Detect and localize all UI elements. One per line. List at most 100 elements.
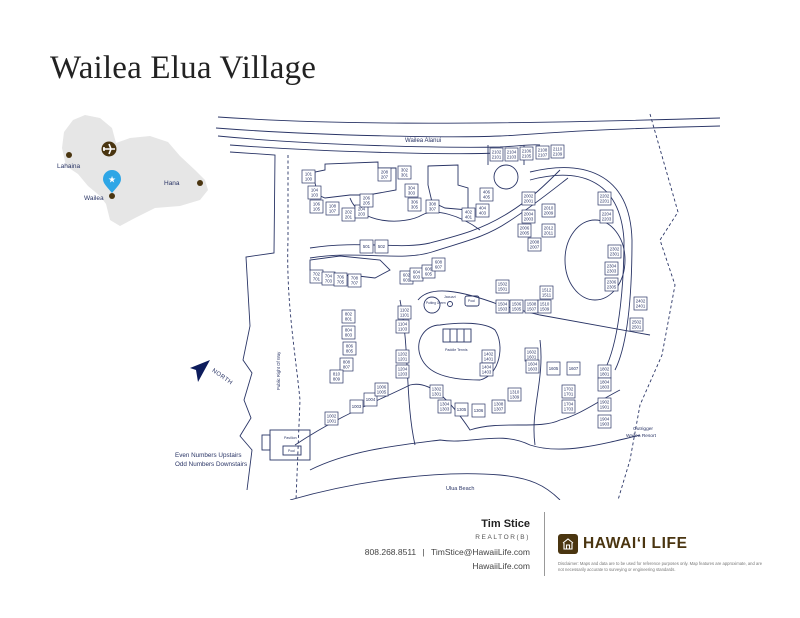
unit-number-upper: 406	[483, 190, 491, 195]
svg-text:★: ★	[108, 175, 116, 185]
unit-building: 1305	[454, 402, 469, 417]
footer-divider	[544, 512, 545, 576]
agent-contact-line: 808.268.8511 | TimStice@HawaiiLife.com	[365, 547, 530, 557]
pavilion-pool-label: Pool	[288, 449, 295, 453]
unit-number-lower: 1803	[600, 385, 610, 390]
unit-number-lower: 607	[435, 265, 443, 270]
unit-number-upper: 806	[346, 344, 354, 349]
unit-number-lower: 203	[358, 212, 366, 217]
unit-number-upper: 1605	[549, 366, 559, 371]
agent-email[interactable]: TimStice@HawaiiLife.com	[430, 547, 530, 557]
legend-line-1: Even Numbers Upstairs	[175, 452, 242, 459]
unit-number-upper: 2008	[530, 240, 540, 245]
unit-number-upper: 1302	[432, 387, 442, 392]
unit-number-upper: 1305	[457, 407, 467, 412]
unit-building: 1306	[471, 403, 486, 418]
unit-number-lower: 1511	[542, 293, 552, 298]
disclaimer-text: Disclaimer: Maps and data are to be used…	[558, 561, 763, 572]
unit-number-upper: 1202	[398, 352, 408, 357]
unit-number-upper: 608	[435, 260, 443, 265]
unit-number-lower: 2103	[507, 155, 517, 160]
unit-number-lower: 705	[337, 280, 345, 285]
unit-number-lower: 2301	[610, 252, 620, 257]
agent-phone[interactable]: 808.268.8511	[364, 547, 417, 557]
unit-number-upper: 1502	[498, 282, 508, 287]
unit-number-lower: 107	[329, 209, 337, 214]
unit-number-lower: 403	[479, 211, 487, 216]
unit-number-upper: 1004	[366, 397, 376, 402]
brand-name: HAWAI‘I LIFE	[583, 535, 688, 552]
unit-number-lower: 301	[401, 173, 409, 178]
agent-website[interactable]: HawaiiLife.com	[472, 561, 530, 571]
unit-number-lower: 305	[411, 205, 419, 210]
unit-number-lower: 307	[429, 207, 437, 212]
unit-number-upper: 404	[479, 206, 487, 211]
pavilion-pool	[282, 445, 302, 456]
unit-number-lower: 2001	[524, 199, 534, 204]
unit-number-lower: 2203	[602, 217, 612, 222]
unit-number-upper: 808	[343, 360, 351, 365]
unit-number-upper: 2110	[553, 147, 563, 152]
unit-number-upper: 2106	[522, 149, 532, 154]
unit-number-lower: 1001	[327, 419, 337, 424]
unit-building: 502	[374, 239, 389, 254]
unit-number-upper: 101	[305, 172, 313, 177]
unit-number-lower: 1507	[527, 307, 537, 312]
unit-number-lower: 100	[305, 177, 313, 182]
unit-number-upper: 108	[329, 204, 337, 209]
unit-number-lower: 1309	[510, 395, 520, 400]
unit-number-lower: 2005	[520, 231, 530, 236]
pavilion-wing	[261, 434, 271, 451]
unit-number-lower: 1509	[540, 307, 550, 312]
unit-number-lower: 1201	[398, 357, 408, 362]
unit-number-lower: 1603	[528, 367, 538, 372]
unit-number-lower: 1401	[484, 357, 494, 362]
unit-number-upper: 1702	[564, 387, 574, 392]
unit-number-lower: 1203	[398, 372, 408, 377]
site-map: Wailea Alanui Public Right Of Way Puttin…	[215, 113, 720, 500]
unit-number-lower: 1103	[398, 327, 408, 332]
agent-contact-block: Tim Stice REALTOR(B) 808.268.8511 | TimS…	[365, 518, 530, 571]
unit-number-lower: 201	[345, 215, 353, 220]
unit-number-upper: 2502	[632, 320, 642, 325]
putting-green-label: Putting Green	[426, 301, 446, 305]
unit-number-upper: 502	[378, 244, 386, 249]
unit-number-upper: 1003	[352, 404, 362, 409]
lahaina-dot	[66, 152, 72, 158]
unit-number-lower: 805	[346, 349, 354, 354]
unit-number-upper: 1006	[377, 385, 387, 390]
unit-number-upper: 1306	[474, 408, 484, 413]
unit-number-lower: 1503	[498, 307, 508, 312]
unit-number-upper: 1204	[398, 367, 408, 372]
inner-loop-path	[564, 219, 626, 301]
maui-inset-map: Lahaina Hana Wailea ★	[57, 115, 208, 226]
unit-number-lower: 2105	[522, 154, 532, 159]
